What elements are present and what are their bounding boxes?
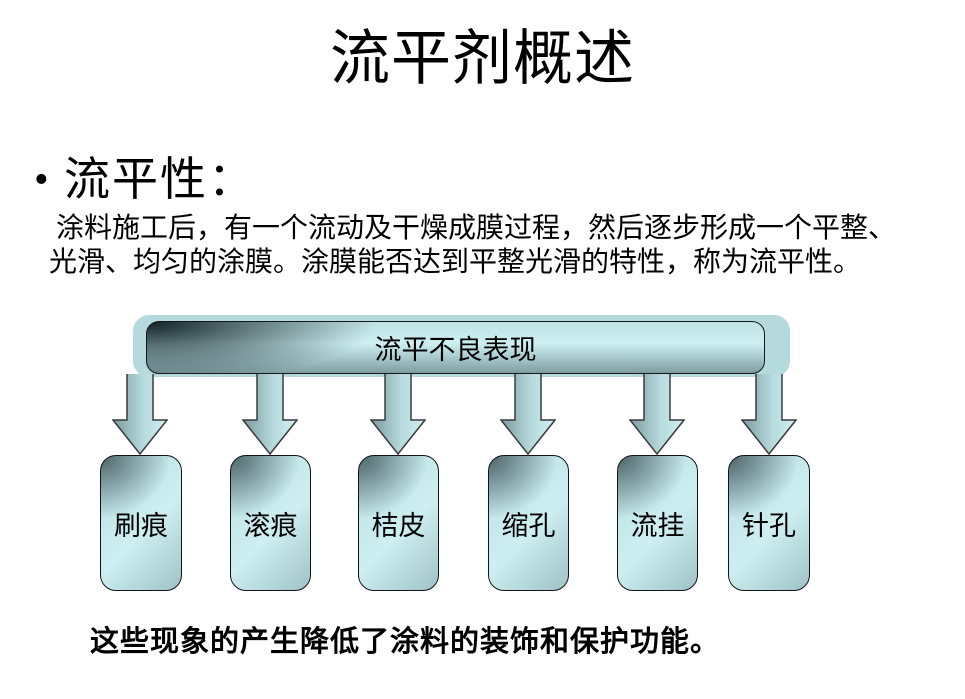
down-arrow-icon (629, 374, 685, 455)
bullet-heading: 流平性： (64, 154, 256, 205)
down-arrow-icon (242, 374, 298, 455)
diagram-item-label: 桔皮 (371, 510, 426, 541)
diagram-item-label: 流挂 (630, 510, 685, 541)
bullet-icon: • (34, 157, 49, 203)
diagram-item-box-cratering: 缩孔 (488, 455, 569, 591)
diagram-item-label: 滚痕 (243, 510, 298, 541)
slide-title: 流平剂概述 (330, 26, 635, 92)
diagram-item-label: 缩孔 (501, 510, 556, 541)
body-paragraph: 涂料施工后，有一个流动及干燥成膜过程，然后逐步形成一个平整、 光滑、均匀的涂膜。… (49, 212, 929, 280)
diagram-item-box-orange-peel: 桔皮 (358, 455, 439, 591)
diagram-item-label: 刷痕 (114, 510, 168, 541)
down-arrow-icon (112, 374, 168, 455)
body-paragraph-line1: 涂料施工后，有一个流动及干燥成膜过程，然后逐步形成一个平整、 (49, 213, 897, 244)
down-arrow-icon (741, 374, 797, 455)
diagram-item-label: 针孔 (742, 510, 796, 541)
diagram-item-box-roller-marks: 滚痕 (230, 455, 311, 591)
diagram-item-box-brush-marks: 刷痕 (100, 455, 182, 591)
down-arrow-icon (500, 374, 556, 455)
diagram-header-label: 流平不良表现 (374, 335, 537, 365)
body-paragraph-line2: 光滑、均匀的涂膜。涂膜能否达到平整光滑的特性，称为流平性。 (49, 247, 862, 278)
diagram-item-box-sagging: 流挂 (617, 455, 698, 591)
diagram-header-box: 流平不良表现 (146, 321, 765, 374)
diagram-item-box-pinholes: 针孔 (728, 455, 810, 591)
down-arrow-icon (370, 374, 426, 455)
footer-note: 这些现象的产生降低了涂料的装饰和保护功能。 (90, 626, 721, 658)
